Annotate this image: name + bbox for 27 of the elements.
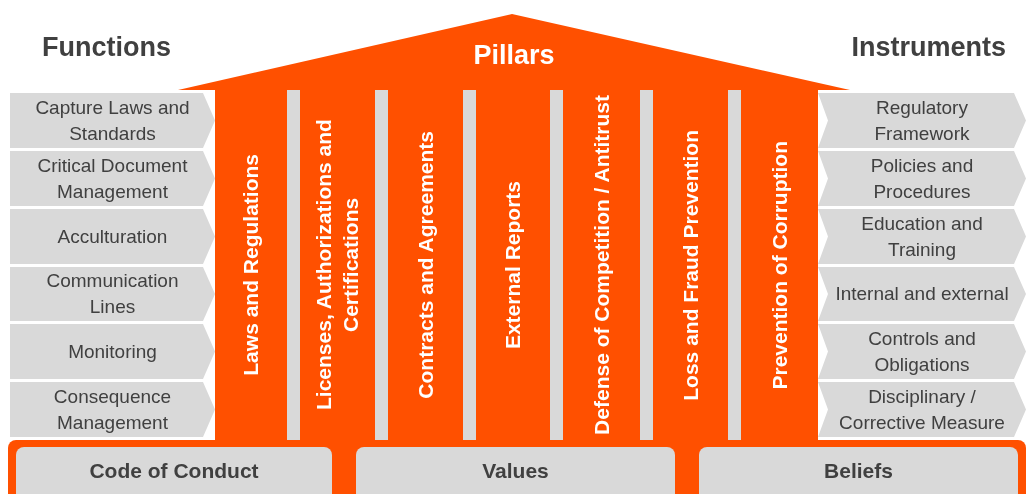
instrument-panel: Regulatory Framework: [818, 93, 1026, 148]
pillar-label: Loss and Fraud Prevention: [677, 129, 703, 401]
function-panel: Capture Laws and Standards: [10, 93, 215, 148]
function-panel: Consequence Management: [10, 382, 215, 437]
instrument-panel: Policies and Procedures: [818, 151, 1026, 206]
foundation-band: [8, 440, 1026, 494]
foundation-block: Beliefs: [699, 447, 1018, 494]
pillar-label: Licenses, Authorizations and Certifications: [311, 118, 364, 413]
pillar-label: Contracts and Agreements: [412, 131, 438, 399]
function-panel: Communication Lines: [10, 267, 215, 321]
instrument-panel: Education and Training: [818, 209, 1026, 264]
pillar-label: Defense of Competition / Antitrust: [588, 95, 614, 435]
pillar-label: Prevention of Corruption: [766, 140, 792, 390]
pillar-label: External Reports: [500, 180, 526, 350]
instrument-panel: Controls and Obligations: [818, 324, 1026, 379]
instrument-panel: Disciplinary / Corrective Measure: [818, 382, 1026, 437]
instrument-panel: Internal and external: [818, 267, 1026, 321]
foundation-block: Values: [356, 447, 675, 494]
roof-title: Pillars: [472, 40, 556, 71]
foundation-block: Code of Conduct: [16, 447, 332, 494]
roof-triangle: [178, 14, 850, 90]
column-heading: Instruments: [851, 32, 1006, 63]
function-panel: Monitoring: [10, 324, 215, 379]
pillar-label: Laws and Regulations: [238, 154, 264, 376]
function-panel: Critical Document Management: [10, 151, 215, 206]
function-panel: Acculturation: [10, 209, 215, 264]
column-heading: Functions: [42, 32, 171, 63]
